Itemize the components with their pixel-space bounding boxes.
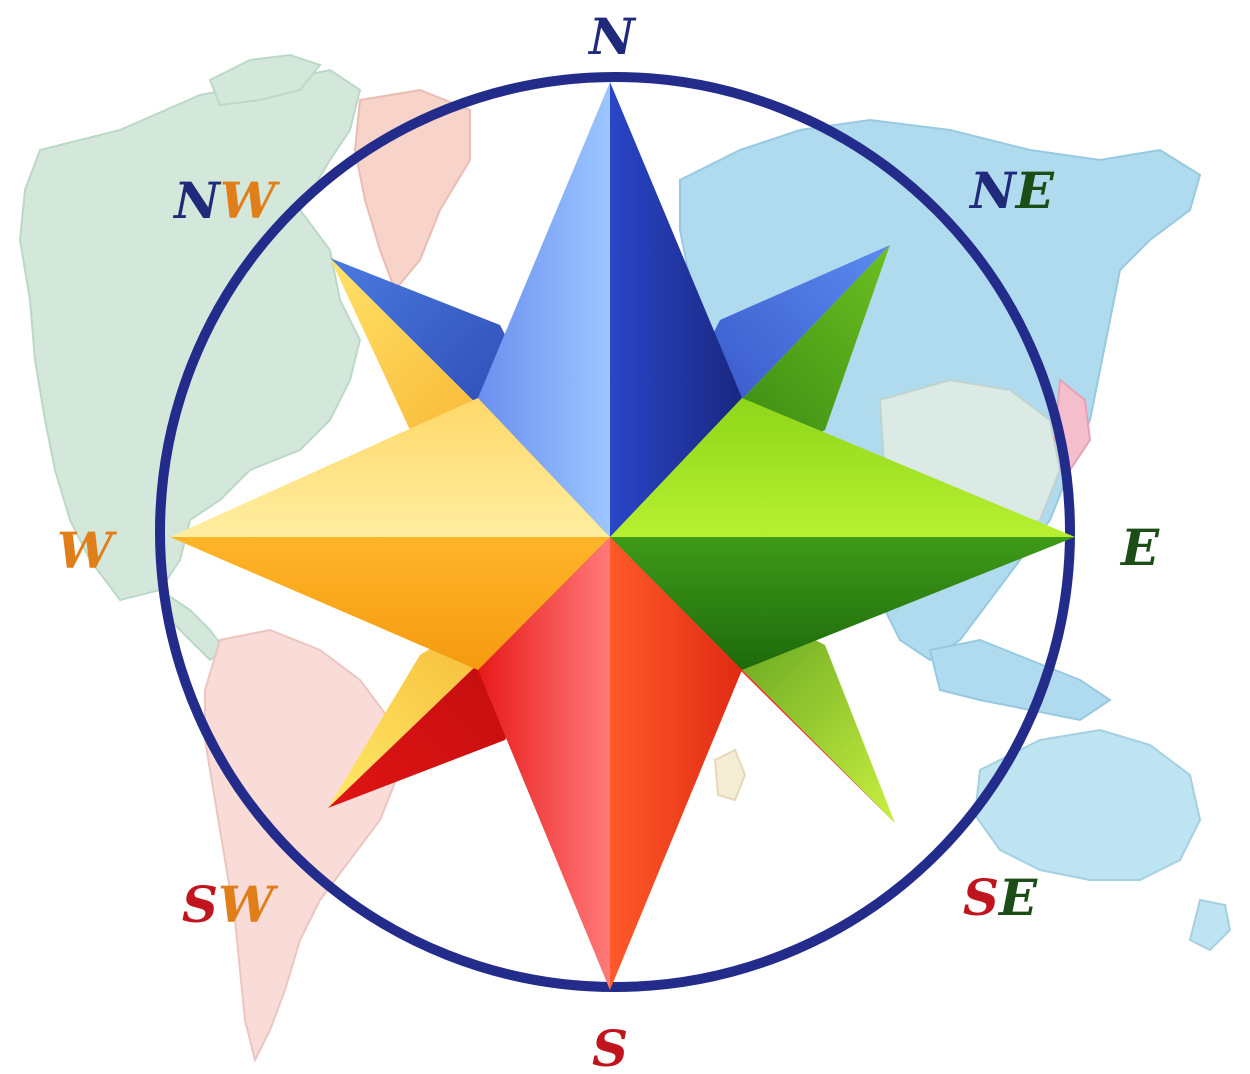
label-northwest-w: W <box>220 171 281 230</box>
label-southwest-s: S <box>182 875 218 934</box>
label-southeast: SE <box>963 868 1038 927</box>
canada-islands-shape <box>208 53 322 107</box>
label-southeast-e: E <box>997 868 1038 927</box>
madagascar-shape <box>713 748 747 802</box>
new-zealand-shape <box>1188 898 1232 952</box>
southeast-asia-islands-shape <box>928 638 1112 722</box>
label-northeast-n: N <box>968 161 1018 220</box>
compass-rose-icon <box>170 82 1075 990</box>
label-southwest-w: W <box>218 875 279 934</box>
label-southeast-s: S <box>963 868 999 927</box>
label-northwest: NW <box>172 171 281 230</box>
compass-ring <box>155 72 1075 992</box>
south-america-shape <box>204 628 402 1063</box>
label-southwest: SW <box>182 875 279 934</box>
north-america-shape <box>18 68 362 602</box>
label-northeast: NE <box>968 161 1055 220</box>
label-east: E <box>1119 518 1160 577</box>
north-point <box>478 82 742 537</box>
label-northeast-e: E <box>1014 161 1055 220</box>
label-northwest-n: N <box>172 171 222 230</box>
australia-shape <box>973 728 1202 881</box>
east-point <box>610 398 1075 670</box>
south-point <box>478 537 742 990</box>
label-west: W <box>57 521 118 580</box>
label-north: N <box>587 7 637 66</box>
west-point <box>170 398 610 670</box>
label-south: S <box>592 1019 628 1074</box>
